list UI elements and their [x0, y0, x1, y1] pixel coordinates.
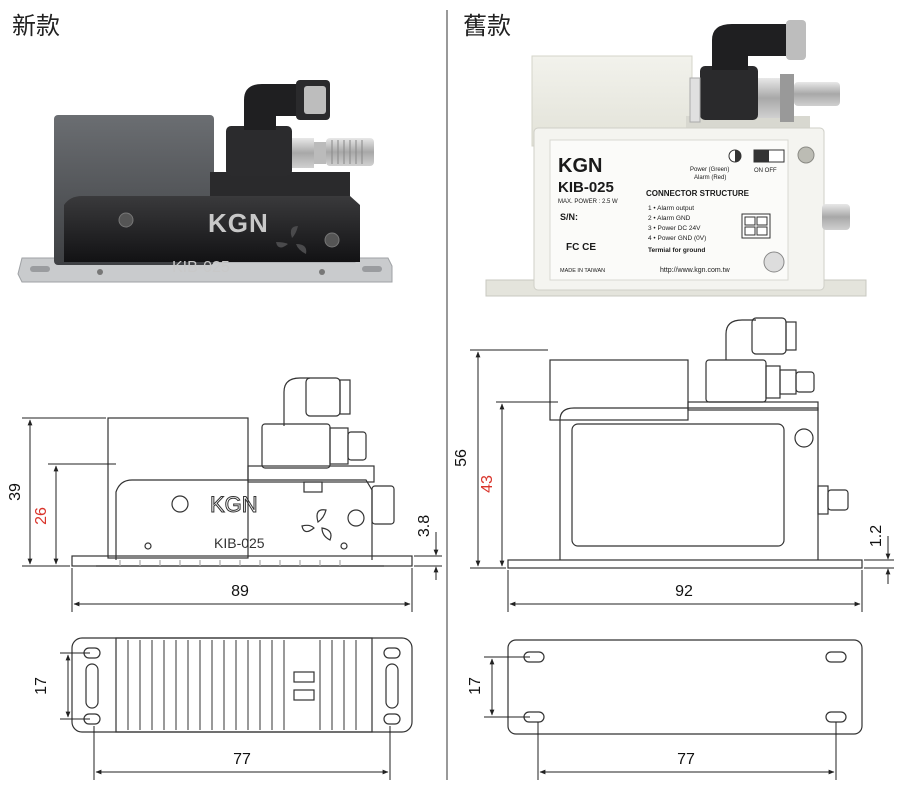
new-drawing-model: KIB-025: [214, 535, 265, 551]
old-label-switch: ON OFF: [754, 168, 777, 174]
old-label-pin-4: 4 • Power GND (0V): [648, 235, 706, 242]
dim-old-hole-spacing-y: 17: [467, 677, 484, 695]
dim-old-base-thickness: 1.2: [868, 524, 885, 548]
dim-old-hole-spacing-x: 77: [677, 751, 695, 768]
dim-old-body-height: 43: [479, 475, 496, 493]
old-label-ground: Termial for ground: [648, 247, 705, 254]
dim-new-width: 89: [231, 583, 249, 600]
dim-old-width: 92: [675, 583, 693, 600]
new-product-photo: [17, 80, 393, 283]
old-side-drawing: [507, 317, 863, 569]
old-label-made-in: MADE IN TAIWAN: [560, 268, 605, 274]
old-label-alarm-led: Alarm (Red): [694, 175, 726, 181]
new-bottom-drawing: [71, 637, 413, 733]
old-label-url: http://www.kgn.com.tw: [660, 267, 731, 274]
new-photo-brand: KGN: [208, 208, 269, 238]
new-photo-model: KIB-025: [172, 259, 230, 276]
dim-new-base-thickness: 3.8: [416, 514, 433, 538]
old-product-photo: [485, 20, 867, 297]
old-label-pin-3: 3 • Power DC 24V: [648, 225, 701, 232]
old-label-cert: FC CE: [566, 242, 596, 253]
old-label-connector-title: CONNECTOR STRUCTURE: [646, 189, 750, 198]
old-bottom-drawing: [507, 639, 863, 735]
new-side-drawing: [71, 377, 413, 567]
header-old: 舊款: [463, 12, 511, 40]
header-new: 新款: [12, 12, 60, 40]
old-label-pin-2: 2 • Alarm GND: [648, 215, 691, 222]
dim-new-body-height: 26: [33, 507, 50, 525]
new-drawing-brand: KGN: [210, 492, 258, 517]
old-label-sn: S/N:: [560, 212, 578, 222]
dim-new-hole-spacing-x: 77: [233, 751, 251, 768]
old-label-model: KIB-025: [558, 179, 614, 196]
dim-new-total-height: 39: [7, 483, 24, 501]
old-label-power-led: Power (Green): [690, 167, 729, 173]
old-label-brand: KGN: [558, 155, 602, 177]
old-label-max-power: MAX. POWER : 2.5 W: [558, 199, 618, 205]
old-label-pin-1: 1 • Alarm output: [648, 205, 694, 212]
dim-old-total-height: 56: [453, 449, 470, 467]
dim-new-hole-spacing-y: 17: [33, 677, 50, 695]
